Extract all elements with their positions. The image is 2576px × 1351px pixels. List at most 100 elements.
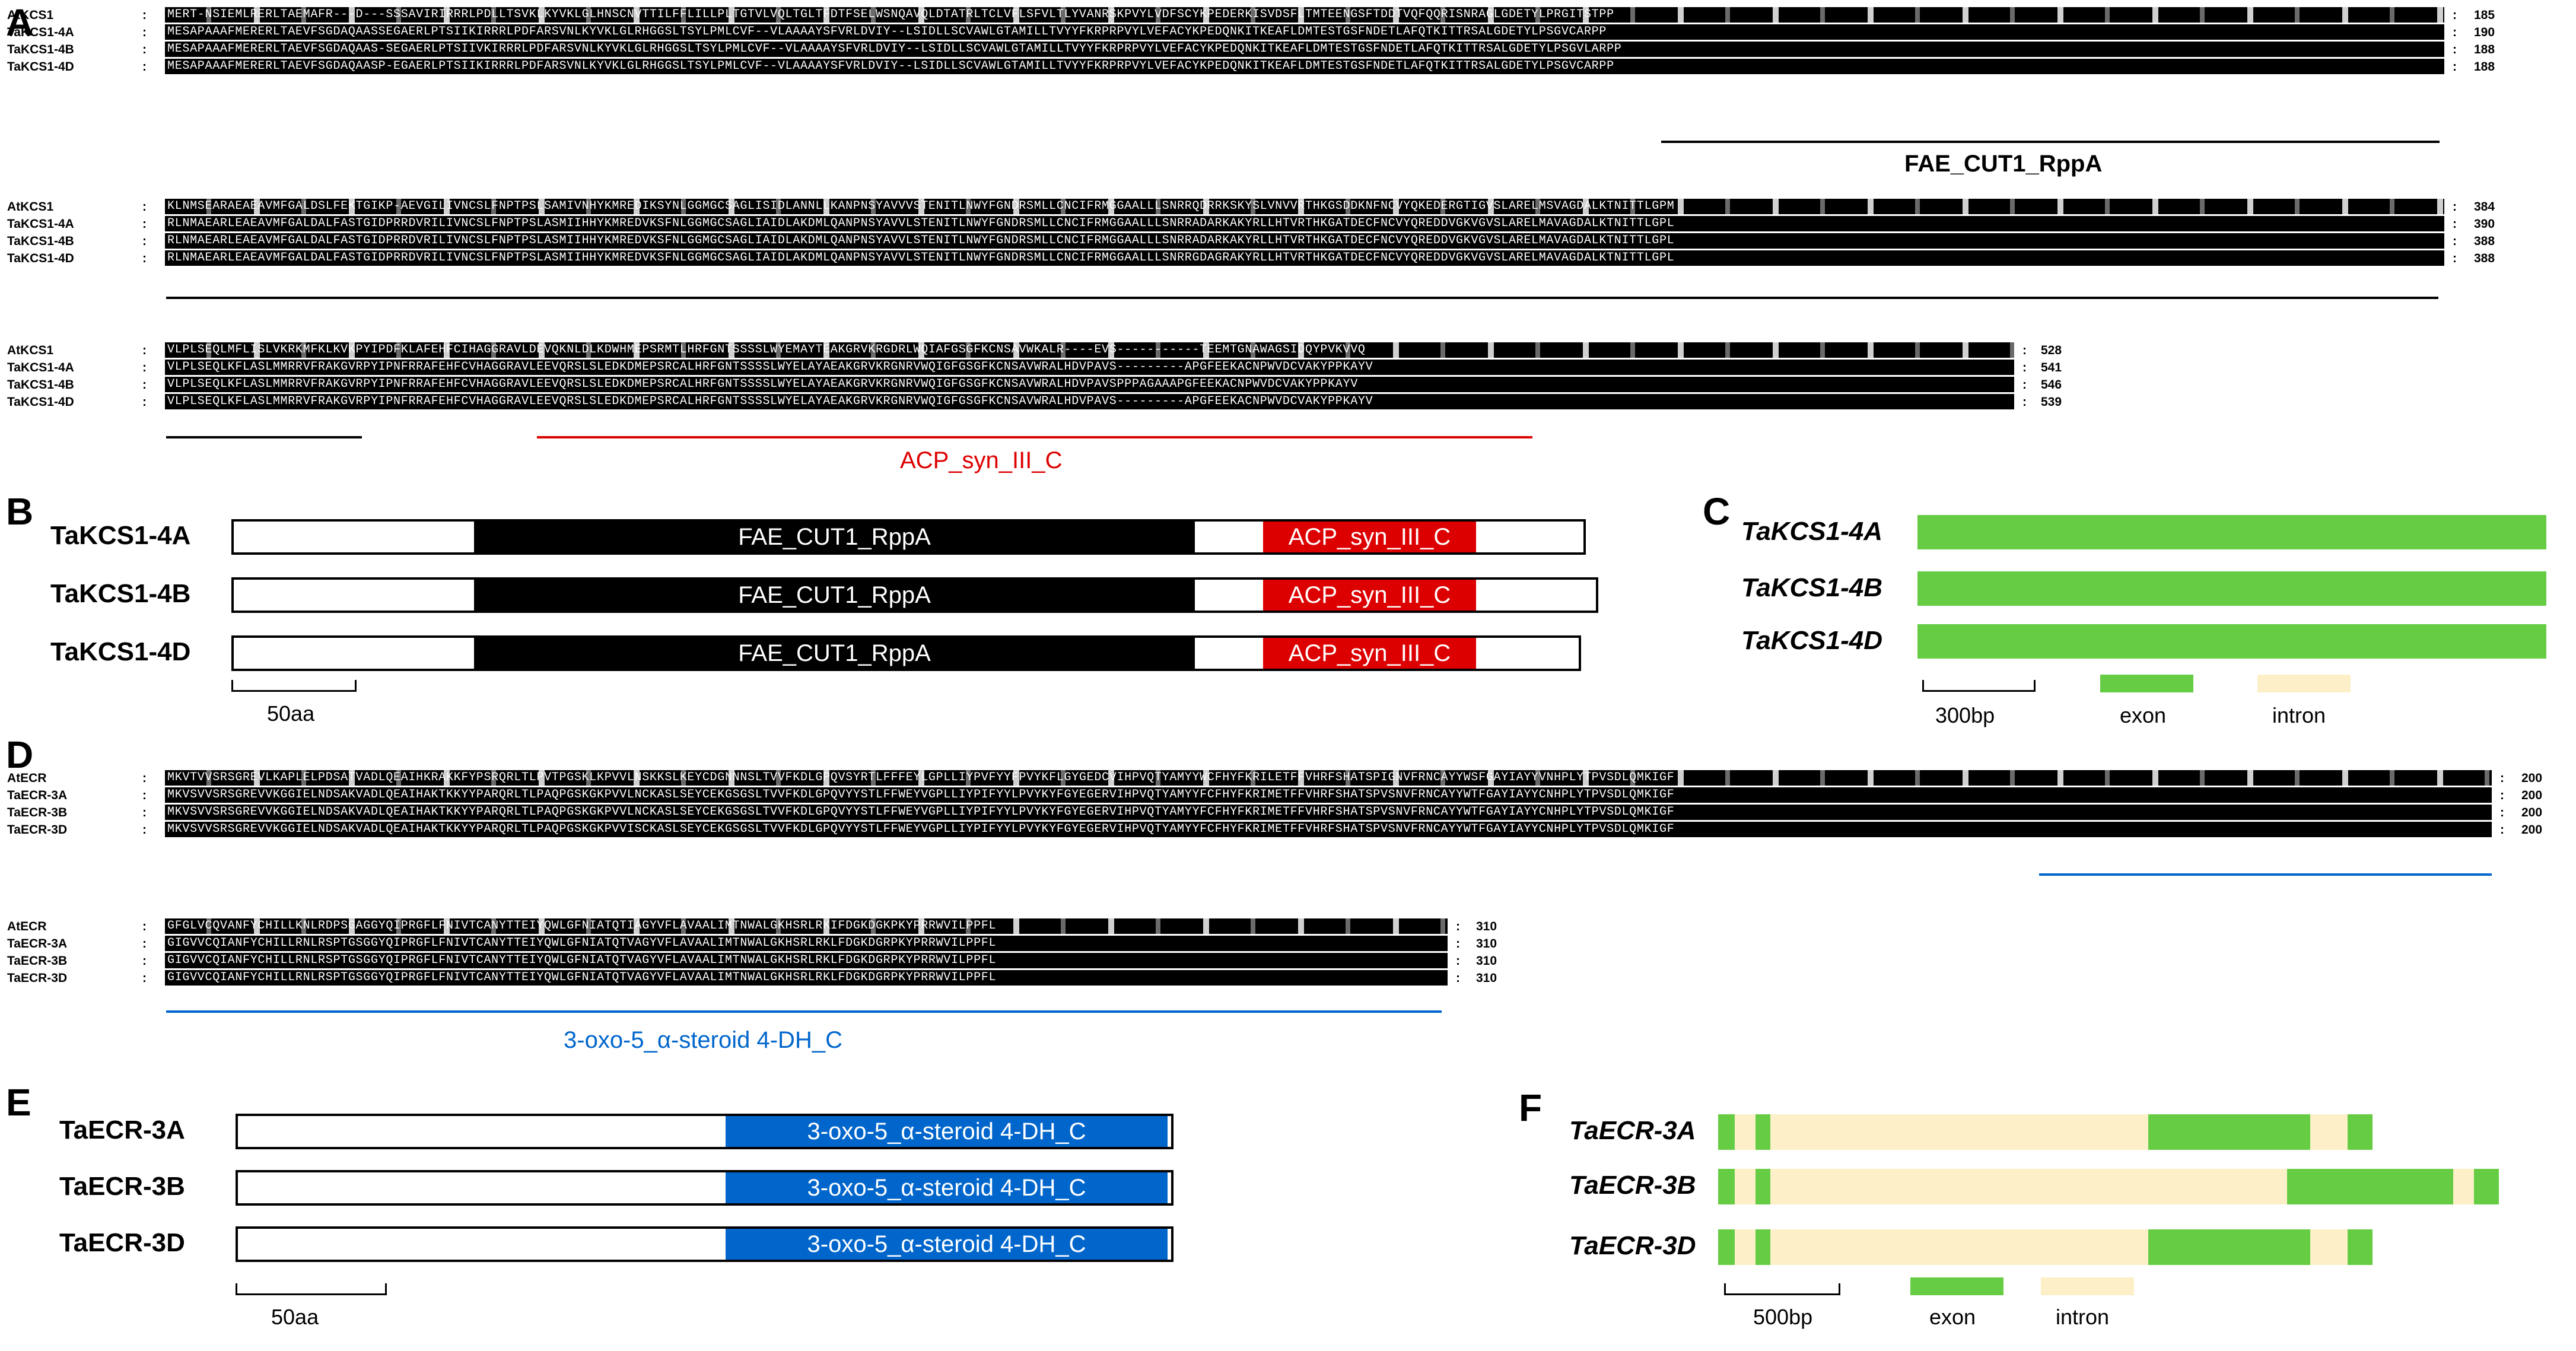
ecr-align-seq-track <box>165 970 1448 986</box>
ecr-align-seq-name: AtECR <box>7 920 47 933</box>
ecr-align-seq-track <box>165 770 2492 786</box>
exon-block <box>1718 1114 1735 1150</box>
kcs-align-seq-colon: : <box>2022 344 2027 357</box>
kcs-align-seq-track <box>165 360 2014 375</box>
kcs-align-seq-residues: MESAPAAAFMERERLTAEVFSGDAQAASSEGAERLPTSII… <box>167 25 1607 39</box>
kcs-align-seq-name: TaKCS1-4A <box>7 361 74 374</box>
ecr-align-seq-name: AtECR <box>7 771 47 785</box>
ecr-align-seq-colon: : <box>2500 806 2504 819</box>
ecr-align-seq-colon: : <box>1456 971 1460 985</box>
fae-cut1-label-a: FAE_CUT1_RppA <box>1904 151 2103 177</box>
kcs-align-seq-residues: VLPLSEQLKFLASLMMRRVFRAKGVRPYIPNFRRAFEHFC… <box>167 395 1373 408</box>
kcs-align-seq-residues: VLPLSEQLMFLISLVKRKMFKLKVKPYIPDFKLAFEHFCI… <box>167 343 1366 357</box>
scale-bar-label: 300bp <box>1935 703 1995 727</box>
panel-label-c: C <box>1703 490 1731 533</box>
ecr-align-seq-name: TaECR-3B <box>7 806 68 819</box>
kcs-align-seq-colon: : <box>2453 26 2457 39</box>
protein-name: TaKCS1-4A <box>50 521 191 550</box>
kcs-align-seq-colon: : <box>142 8 147 22</box>
ecr-align-seq-track <box>165 805 2492 820</box>
scale-bar-tick <box>1922 680 1924 692</box>
ecr-align-seq-residues: GFGLVCQVANFYCHILLKNLRDPSGAGGYQIPRGFLFNIV… <box>167 919 997 933</box>
ecr-align-seq-residues: GIGVVCQIANFYCHILLRNLRSPTGSGGYQIPRGFLFNIV… <box>167 936 997 950</box>
ecr-align-seq-colon: : <box>142 789 147 802</box>
kcs-align-seq-position: 546 <box>2041 378 2062 392</box>
kcs-align-seq-name: TaKCS1-4D <box>7 395 74 409</box>
kcs-align-seq-name: TaKCS1-4B <box>7 234 74 248</box>
kcs-align-seq-name: TaKCS1-4B <box>7 378 74 392</box>
protein-name: TaKCS1-4D <box>50 637 191 666</box>
ecr-align-seq-residues: GIGVVCQIANFYCHILLRNLRSPTGSGGYQIPRGFLFNIV… <box>167 971 997 984</box>
kcs-align-seq-residues: RLNMAEARLEAEAVMFGALDALFASTGIDPRRDVRILIVN… <box>167 251 1675 265</box>
exon-block <box>2148 1229 2310 1265</box>
scale-bar-tick <box>385 1283 387 1295</box>
kcs-align-seq-track <box>165 59 2444 74</box>
kcs-align-seq-residues: MESAPAAAFMERERLTAEVFSGDAQAAS-SEGAERLPTSI… <box>167 42 1622 56</box>
ecr-align-seq-track <box>165 822 2492 837</box>
protein-bar: 3-oxo-5_α-steroid 4-DH_C <box>236 1114 1173 1149</box>
ecr-align-seq-track <box>165 953 1448 968</box>
exon-block <box>1917 571 2546 606</box>
steroid-dh-domain: 3-oxo-5_α-steroid 4-DH_C <box>726 1172 1168 1203</box>
gene-name: TaECR-3D <box>1569 1231 1696 1260</box>
kcs-align-seq-track <box>165 7 2444 23</box>
panel-label-f: F <box>1519 1086 1543 1129</box>
ecr-align-seq-residues: MKVTVVSRSGREVLKAPLELPDSATVADLQEAIHKRAKKF… <box>167 771 1675 784</box>
ecr-align-seq-colon: : <box>142 771 147 785</box>
kcs-align-seq-name: AtKCS1 <box>7 8 54 22</box>
ecr-align-seq-position: 200 <box>2521 823 2543 837</box>
protein-name: TaECR-3A <box>59 1115 185 1145</box>
fae-cut1-underline-a1 <box>1661 141 2440 143</box>
kcs-align-seq-colon: : <box>2453 8 2457 22</box>
ecr-align-seq-residues: GIGVVCQIANFYCHILLRNLRSPTGSGGYQIPRGFLFNIV… <box>167 953 997 967</box>
ecr-align-seq-track <box>165 787 2492 803</box>
legend-exon-label: exon <box>1929 1305 1976 1329</box>
ecr-align-seq-colon: : <box>142 971 147 985</box>
exon-block <box>1718 1229 1735 1265</box>
ecr-align-seq-position: 200 <box>2521 806 2543 819</box>
legend-exon-swatch <box>2100 675 2193 692</box>
ecr-align-seq-position: 200 <box>2521 771 2543 785</box>
kcs-align-seq-colon: : <box>2453 234 2457 248</box>
scale-bar-tick <box>2034 680 2036 692</box>
kcs-align-seq-position: 388 <box>2474 234 2495 248</box>
scale-bar <box>236 1293 387 1295</box>
acp-syn-domain: ACP_syn_III_C <box>1263 638 1476 669</box>
kcs-align-seq-colon: : <box>142 378 147 392</box>
kcs-align-seq-name: TaKCS1-4D <box>7 60 74 74</box>
kcs-align-seq-track <box>165 24 2444 40</box>
kcs-align-seq-colon: : <box>142 217 147 231</box>
kcs-align-seq-position: 190 <box>2474 26 2495 39</box>
scale-bar-label: 500bp <box>1753 1305 1813 1329</box>
kcs-align-seq-colon: : <box>2453 60 2457 74</box>
ecr-align-seq-name: TaECR-3A <box>7 937 68 951</box>
scale-bar <box>1922 690 2035 692</box>
exon-block <box>1917 624 2546 659</box>
ecr-align-seq-position: 200 <box>2521 789 2543 802</box>
ecr-align-seq-colon: : <box>142 806 147 819</box>
steroid-label-d: 3-oxo-5_α-steroid 4-DH_C <box>564 1027 842 1053</box>
kcs-align-seq-residues: MESAPAAAFMERERLTAEVFSGDAQAASP-EGAERLPTSI… <box>167 59 1614 73</box>
steroid-dh-domain: 3-oxo-5_α-steroid 4-DH_C <box>726 1229 1168 1260</box>
exon-block <box>1756 1229 1770 1265</box>
kcs-align-seq-residues: VLPLSEQLKFLASLMMRRVFRAKGVRPYIPNFRRAFEHFC… <box>167 360 1373 374</box>
ecr-align-seq-residues: MKVSVVSRSGREVVKGGIELNDSAKVADLQEAIHAKTKKY… <box>167 822 1675 836</box>
scale-bar <box>231 690 357 692</box>
kcs-align-seq-colon: : <box>2453 252 2457 265</box>
ecr-align-seq-colon: : <box>142 937 147 951</box>
exon-block <box>2348 1114 2373 1150</box>
kcs-align-seq-colon: : <box>2453 200 2457 214</box>
ecr-align-seq-name: TaECR-3A <box>7 789 68 802</box>
scale-bar-label: 50aa <box>267 701 315 726</box>
ecr-align-seq-colon: : <box>1456 937 1460 951</box>
kcs-align-seq-colon: : <box>2022 378 2027 392</box>
ecr-align-seq-track <box>165 936 1448 951</box>
exon-block <box>2474 1169 2499 1204</box>
kcs-align-seq-track <box>165 394 2014 409</box>
ecr-align-seq-name: TaECR-3D <box>7 971 68 985</box>
acp-syn-domain: ACP_syn_III_C <box>1263 522 1476 552</box>
scale-bar-tick <box>1839 1283 1840 1295</box>
kcs-align-seq-colon: : <box>142 60 147 74</box>
